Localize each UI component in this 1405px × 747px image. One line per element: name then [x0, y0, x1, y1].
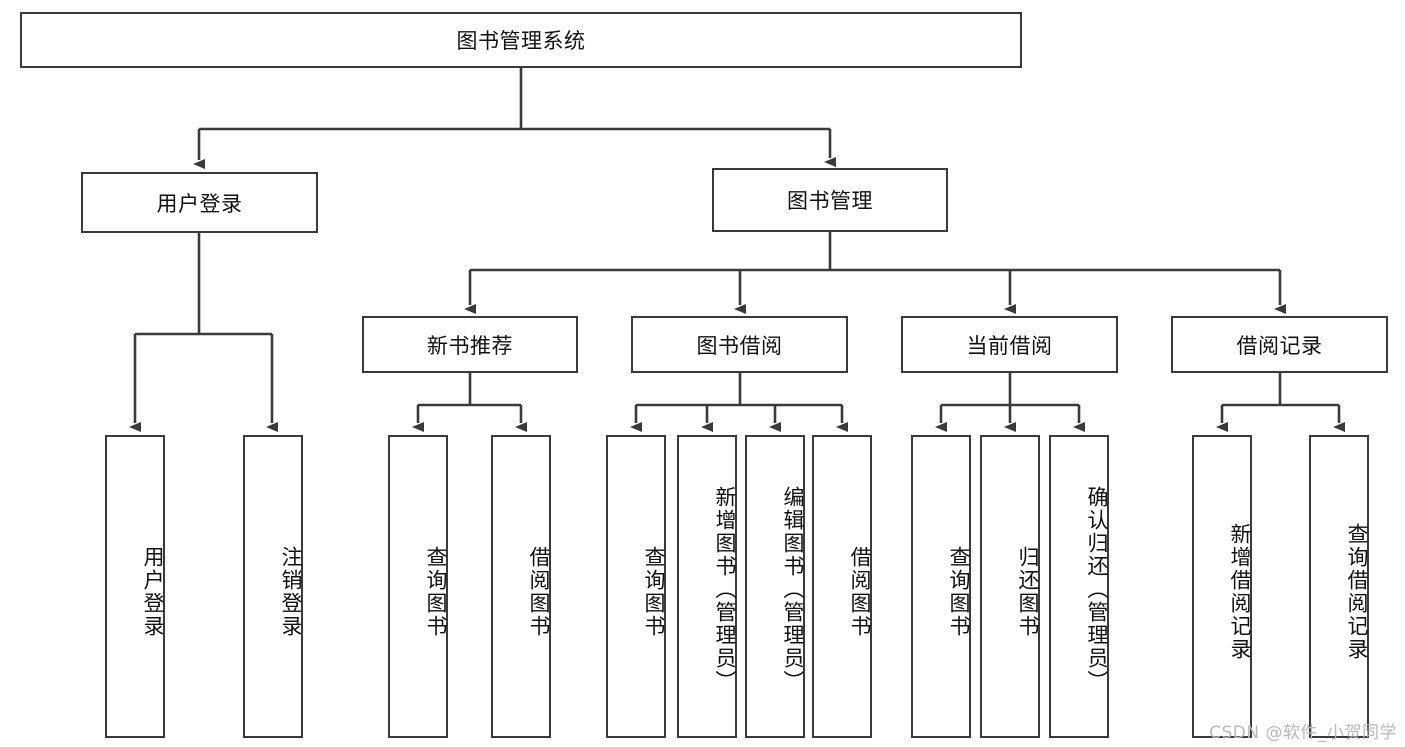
leaf-book-borrow-add-admin[interactable]: 新增图书（管理员） — [677, 435, 737, 738]
leaf-borrow-record-query[interactable]: 查询借阅记录 — [1309, 435, 1369, 738]
node-user-login[interactable]: 用户登录 — [81, 172, 318, 233]
leaf-user-login-logout[interactable]: 注销登录 — [243, 435, 303, 738]
leaf-new-book-query[interactable]: 查询图书 — [388, 435, 448, 738]
leaf-new-book-borrow[interactable]: 借阅图书 — [491, 435, 551, 738]
node-new-book-recommend[interactable]: 新书推荐 — [362, 316, 578, 373]
node-book-management[interactable]: 图书管理 — [712, 168, 948, 232]
leaf-user-login-login[interactable]: 用户登录 — [105, 435, 165, 738]
leaf-book-borrow-borrow[interactable]: 借阅图书 — [812, 435, 872, 738]
node-current-borrow[interactable]: 当前借阅 — [901, 316, 1118, 373]
node-root-system[interactable]: 图书管理系统 — [20, 12, 1022, 68]
leaf-current-borrow-return[interactable]: 归还图书 — [980, 435, 1040, 738]
leaf-book-borrow-query[interactable]: 查询图书 — [606, 435, 666, 738]
leaf-borrow-record-add[interactable]: 新增借阅记录 — [1192, 435, 1252, 738]
node-borrow-record[interactable]: 借阅记录 — [1171, 316, 1388, 373]
csdn-watermark: CSDN @软件_小贺同学 — [1209, 723, 1397, 743]
leaf-current-borrow-confirm-admin[interactable]: 确认归还（管理员） — [1049, 435, 1109, 738]
leaf-current-borrow-query[interactable]: 查询图书 — [911, 435, 971, 738]
node-book-borrow[interactable]: 图书借阅 — [631, 316, 848, 373]
leaf-book-borrow-edit-admin[interactable]: 编辑图书（管理员） — [745, 435, 805, 738]
